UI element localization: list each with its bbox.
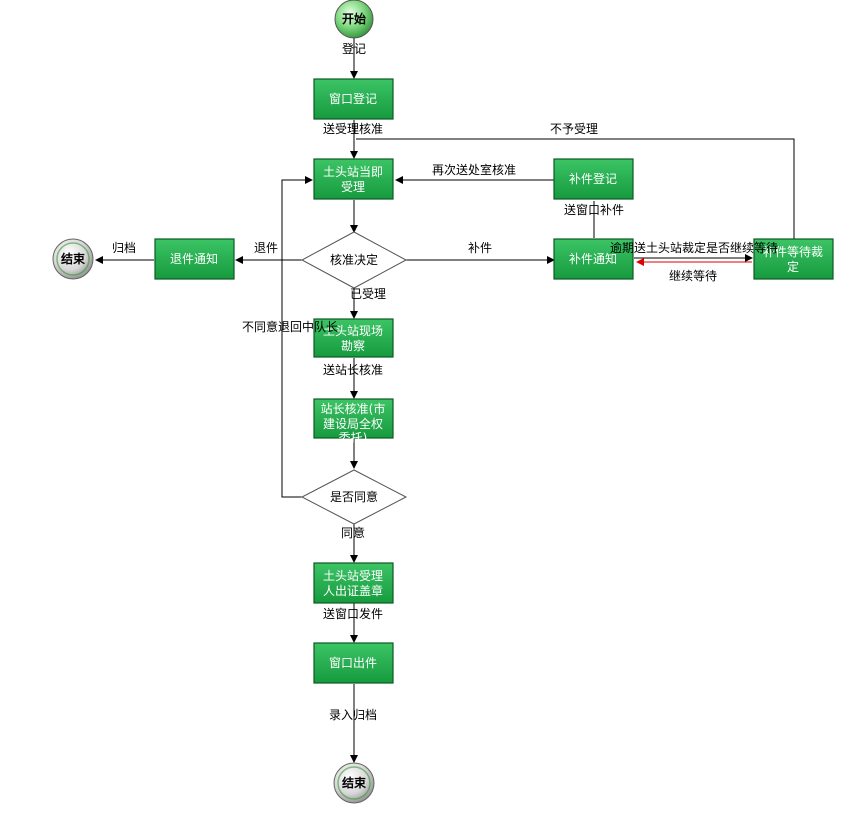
edge-not-accept: [356, 138, 795, 258]
end-left-label: 结束: [61, 251, 86, 266]
label-agree: 同意: [341, 525, 365, 540]
site-survey-box[interactable]: 土头站现场 勘察: [313, 318, 394, 358]
approve-decision-diamond[interactable]: 核准决定: [300, 231, 408, 289]
label-return: 退件: [254, 241, 278, 255]
supplement-notice-label: 补件通知: [569, 252, 617, 266]
chief-approve-line2: 建设局全权: [323, 416, 383, 431]
supplement-wait-box[interactable]: 补件等待裁 定: [753, 238, 834, 280]
edge-disagree-return: [281, 176, 313, 498]
chief-approve-line3: 委托): [339, 431, 368, 445]
supplement-wait-line2: 定: [787, 259, 799, 274]
label-continue-wait: 继续等待: [669, 269, 717, 283]
agree-decision-label: 是否同意: [330, 489, 378, 504]
chief-approve-box[interactable]: 站长核准(市 建设局全权 委托): [313, 398, 394, 445]
edge-labels: 登记 送受理核准 不予受理 再次送处室核准 送窗口补件 补件 逾期送土头站裁定是…: [112, 41, 778, 722]
label-archive: 归档: [112, 241, 136, 255]
label-not-accept: 不予受理: [550, 122, 598, 136]
start-label: 开始: [342, 11, 366, 26]
label-disagree-return: 不同意退回中队长: [242, 319, 338, 334]
label-register: 登记: [342, 41, 366, 56]
supplement-register-box[interactable]: 补件登记: [553, 158, 634, 200]
station-accept-line1: 土头站当即: [323, 165, 383, 179]
certificate-line1: 土头站受理: [323, 569, 383, 583]
label-send-chief: 送站长核准: [323, 362, 383, 377]
end-bottom-label: 结束: [342, 775, 367, 790]
approve-decision-label: 核准决定: [330, 252, 378, 267]
return-notice-label: 退件通知: [170, 252, 218, 266]
chief-approve-line1: 站长核准(市: [321, 401, 386, 416]
certificate-line2: 人出证盖章: [323, 583, 383, 598]
label-send-accept-approve: 送受理核准: [323, 121, 383, 136]
label-record-archive: 录入归档: [329, 708, 377, 722]
return-notice-box[interactable]: 退件通知: [154, 238, 235, 280]
window-issue-label: 窗口出件: [329, 656, 377, 670]
site-survey-line1: 土头站现场: [323, 324, 383, 338]
label-accepted: 已受理: [350, 287, 386, 301]
supplement-register-label: 补件登记: [569, 171, 617, 186]
supplement-notice-box[interactable]: 补件通知: [553, 238, 634, 280]
label-supplement: 补件: [468, 241, 492, 255]
window-register-box[interactable]: 窗口登记: [313, 78, 394, 120]
label-send-window-issue: 送窗口发件: [323, 606, 383, 621]
start-node[interactable]: 开始: [334, 0, 374, 39]
window-register-label: 窗口登记: [329, 91, 377, 106]
end-bottom-node[interactable]: 结束: [333, 762, 375, 804]
site-survey-line2: 勘察: [341, 339, 365, 353]
supplement-wait-line1: 补件等待裁: [763, 245, 823, 259]
agree-decision-diamond[interactable]: 是否同意: [300, 469, 408, 525]
label-resend-approve: 再次送处室核准: [432, 162, 516, 177]
label-send-window-supplement: 送窗口补件: [564, 202, 624, 217]
end-left-node[interactable]: 结束: [52, 238, 94, 280]
connectors: [95, 38, 795, 763]
window-issue-box[interactable]: 窗口出件: [313, 642, 394, 684]
label-overdue: 逾期送土头站裁定是否继续等待: [610, 240, 778, 255]
station-accept-line2: 受理: [341, 180, 365, 194]
certificate-box[interactable]: 土头站受理 人出证盖章: [313, 562, 394, 604]
station-accept-box[interactable]: 土头站当即 受理: [313, 158, 394, 200]
